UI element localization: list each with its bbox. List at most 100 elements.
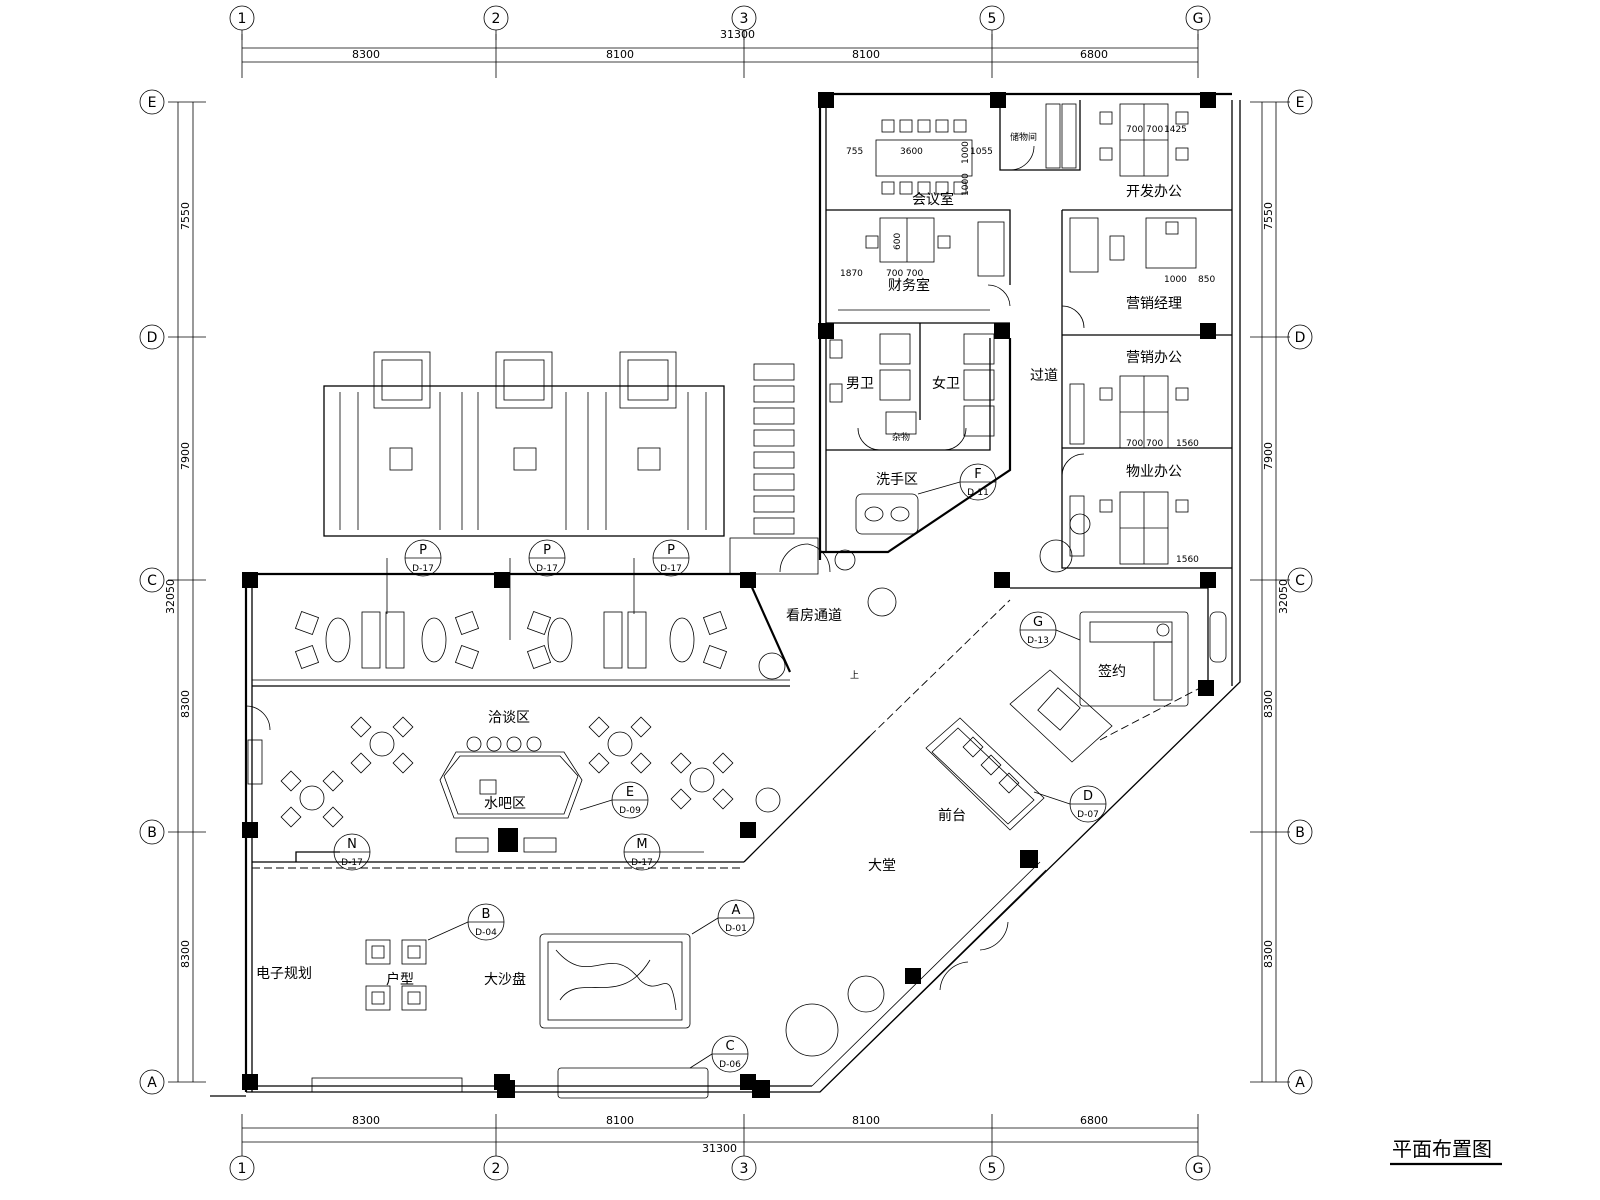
grid-bubble-bottom: 2 (483, 1155, 509, 1181)
elevation-marker-A: A D-01 (691, 899, 755, 937)
svg-text:D: D (147, 330, 158, 346)
svg-text:1560: 1560 (1176, 555, 1199, 565)
room-label-property-office: 物业办公 (1126, 464, 1182, 480)
svg-text:2: 2 (492, 11, 501, 27)
room-label-sales-manager: 营销经理 (1126, 296, 1182, 312)
grid-axis-columns: 1 2 3 5 G 1 2 3 5 G (229, 5, 1211, 1181)
svg-text:E: E (626, 785, 634, 800)
office-furniture (829, 103, 1197, 565)
svg-text:D-04: D-04 (475, 928, 497, 938)
svg-text:P: P (667, 543, 675, 558)
svg-text:3600: 3600 (900, 147, 923, 157)
dim-right-span: 7550 (1262, 202, 1275, 230)
svg-text:D-17: D-17 (341, 858, 363, 868)
exterior-walls (210, 92, 1241, 1097)
room-label-male-wc: 男卫 (846, 376, 874, 392)
room-label-janitor: 杂物 (892, 431, 910, 443)
dim-top-span: 8100 (852, 48, 880, 61)
room-label-female-wc: 女卫 (932, 375, 960, 392)
svg-text:C: C (725, 1039, 734, 1054)
svg-text:P: P (543, 543, 551, 558)
dimension-top: 31300 8300 8100 8100 6800 (241, 28, 1199, 78)
svg-text:D-09: D-09 (619, 806, 641, 816)
elevation-marker-P3: PD-17 (633, 539, 690, 614)
dim-right-span: 7900 (1262, 442, 1275, 470)
svg-text:D: D (1295, 330, 1306, 346)
elevation-marker-C: C D-06 (689, 1035, 749, 1073)
svg-text:D-07: D-07 (1077, 810, 1099, 820)
svg-text:P: P (419, 543, 427, 558)
lobby-furniture (311, 611, 1227, 1099)
svg-text:700: 700 (886, 269, 903, 279)
svg-text:G: G (1033, 615, 1043, 630)
svg-text:D-17: D-17 (631, 858, 653, 868)
svg-text:D-01: D-01 (725, 924, 747, 934)
svg-text:5: 5 (988, 11, 997, 27)
svg-text:C: C (147, 573, 157, 589)
sofa-area (294, 610, 728, 670)
dim-bottom-span: 6800 (1080, 1114, 1108, 1127)
elevation-marker-N: ND-17 (333, 833, 371, 871)
svg-text:A: A (732, 903, 741, 918)
elevation-marker-P1: P D-17 (386, 539, 442, 614)
dim-left-span: 7900 (179, 442, 192, 470)
svg-text:F: F (974, 467, 981, 482)
svg-text:B: B (147, 825, 157, 841)
grid-bubble-right: D (1287, 324, 1313, 350)
svg-text:B: B (1295, 825, 1305, 841)
grid-bubble-bottom: 5 (979, 1155, 1005, 1181)
room-label-e-plan: 电子规划 (256, 966, 312, 982)
svg-text:3: 3 (740, 11, 749, 27)
svg-text:3: 3 (740, 1161, 749, 1177)
elevation-marker-F: FD-11 (917, 463, 997, 501)
svg-text:G: G (1193, 1161, 1204, 1177)
svg-text:A: A (1295, 1075, 1305, 1091)
dim-left-span: 8300 (179, 940, 192, 968)
elevation-marker-D: DD-07 (1033, 785, 1107, 823)
room-label-storage: 储物间 (1010, 131, 1037, 143)
svg-text:G: G (1193, 11, 1204, 27)
drawing-title-text: 平面布置图 (1392, 1137, 1492, 1161)
tree-icons (755, 513, 1091, 1057)
dimension-right: 7550 7900 8300 8300 32050 (1250, 101, 1290, 1083)
dim-right-span: 8300 (1262, 940, 1275, 968)
grid-bubble-bottom: 1 (229, 1155, 255, 1181)
room-label-meeting: 会议室 (912, 191, 954, 208)
svg-text:1000: 1000 (961, 141, 971, 164)
elevation-marker-B: B D-04 (427, 903, 505, 941)
svg-text:D-17: D-17 (412, 564, 434, 574)
grid-bubble-left: C (139, 567, 165, 593)
svg-text:1: 1 (238, 1161, 247, 1177)
svg-text:D-17: D-17 (536, 564, 558, 574)
svg-text:E: E (148, 95, 157, 111)
svg-text:B: B (482, 907, 491, 922)
dim-bottom-span: 8100 (852, 1114, 880, 1127)
room-label-corridor: 过道 (1030, 368, 1058, 384)
dim-bottom-span: 8100 (606, 1114, 634, 1127)
svg-text:600: 600 (893, 233, 903, 250)
negotiation-tables (247, 716, 734, 853)
dim-left-total: 32050 (164, 579, 177, 614)
dim-left-span: 7550 (179, 202, 192, 230)
room-label-water-bar: 水吧区 (484, 796, 526, 812)
door-swings (245, 145, 1085, 991)
room-label-lobby: 大堂 (868, 858, 896, 874)
room-label-reception: 前台 (938, 807, 966, 824)
room-label-sandtable: 大沙盘 (484, 971, 526, 988)
grid-bubble-top: 3 (731, 5, 757, 31)
room-label-negotiation: 洽谈区 (488, 710, 530, 726)
svg-text:A: A (147, 1075, 157, 1091)
elevation-marker-P2: P D-17 (509, 539, 566, 640)
room-label-finance: 财务室 (888, 277, 930, 294)
svg-text:D-06: D-06 (719, 1060, 741, 1070)
dim-right-span: 8300 (1262, 690, 1275, 718)
grid-bubble-right: B (1287, 819, 1313, 845)
grid-axis-rows: E D C B A E D C B A (139, 89, 1313, 1095)
grid-bubble-top: 5 (979, 5, 1005, 31)
room-label-viewing-passage: 看房通道 (786, 608, 842, 624)
svg-text:1: 1 (238, 11, 247, 27)
grid-bubble-top: 2 (483, 5, 509, 31)
svg-text:1425: 1425 (1164, 125, 1187, 135)
svg-text:2: 2 (492, 1161, 501, 1177)
exterior-deck (323, 351, 819, 575)
